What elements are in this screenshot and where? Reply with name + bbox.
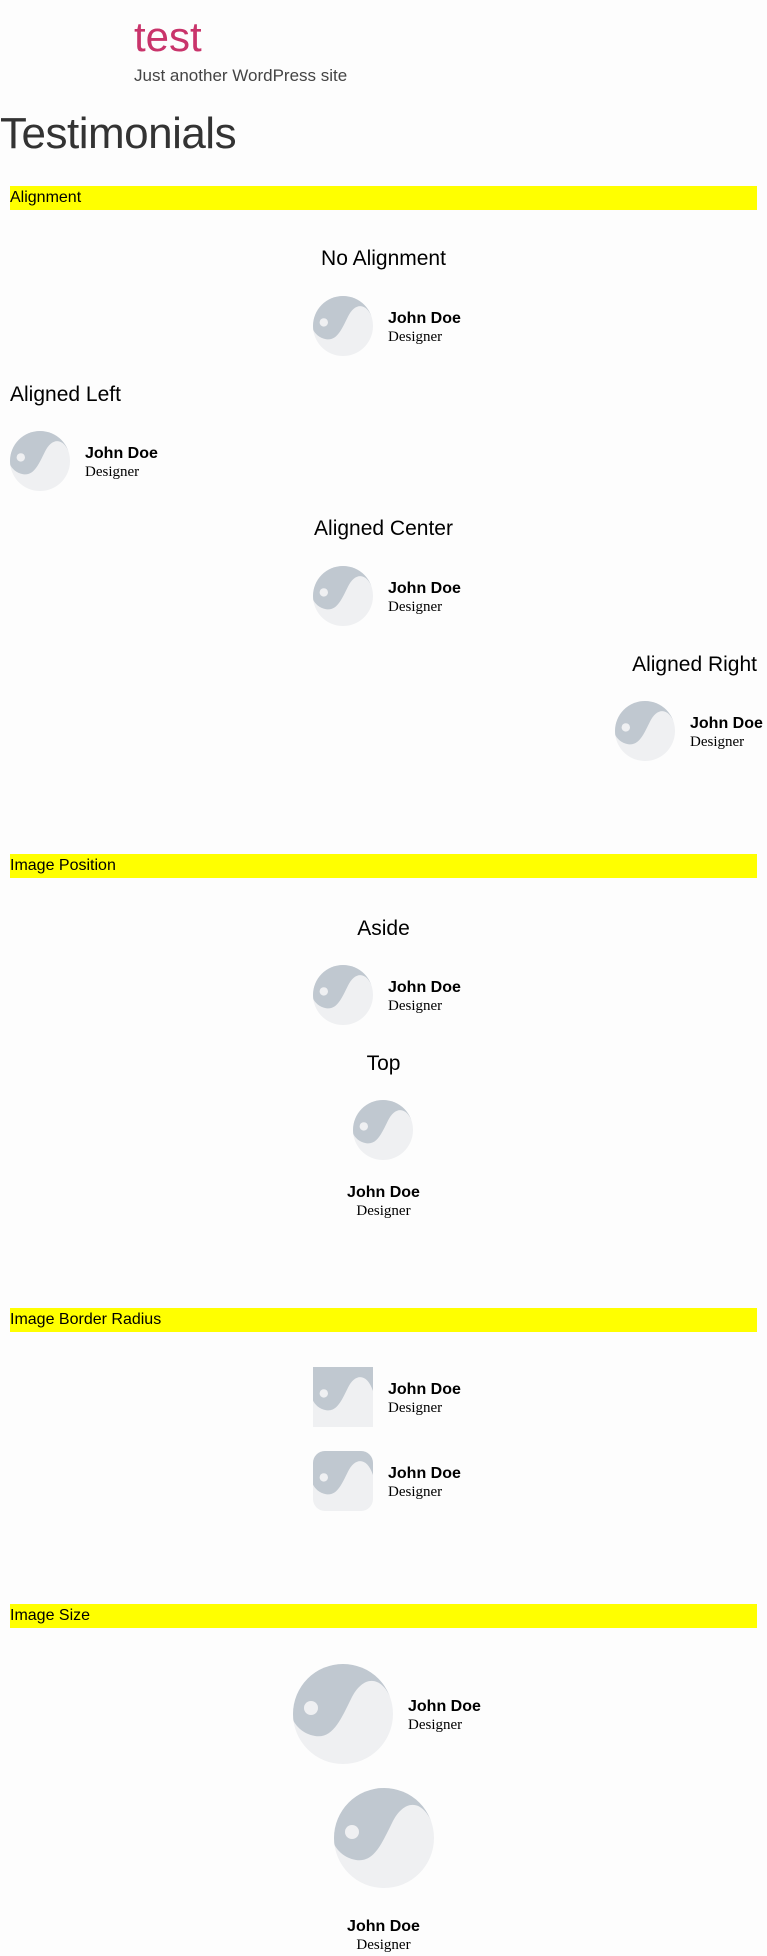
image-placeholder-icon <box>313 965 373 1025</box>
page-title: Testimonials <box>0 109 237 158</box>
site-title[interactable]: test <box>134 13 202 60</box>
testimonial-role: Designer <box>690 734 745 750</box>
testimonial-name: John Doe <box>388 979 461 996</box>
image-placeholder-icon <box>313 296 373 356</box>
testimonial-name: John Doe <box>388 1381 461 1398</box>
testimonial-role: Designer <box>388 998 443 1014</box>
heading-aligned-left: Aligned Left <box>10 383 121 406</box>
image-placeholder-icon <box>615 701 675 761</box>
testimonial-name: John Doe <box>347 1918 420 1935</box>
testimonial-role: Designer <box>356 1937 411 1953</box>
image-placeholder-icon <box>313 1451 373 1511</box>
image-placeholder-icon <box>313 566 373 626</box>
heading-aside: Aside <box>357 917 410 940</box>
testimonial-name: John Doe <box>388 580 461 597</box>
image-placeholder-icon <box>334 1788 434 1888</box>
heading-no-alignment: No Alignment <box>321 247 446 270</box>
testimonial-role: Designer <box>408 1717 463 1733</box>
image-placeholder-icon <box>293 1664 393 1764</box>
testimonial-role: Designer <box>388 599 443 615</box>
testimonial-role: Designer <box>356 1203 411 1219</box>
testimonial-name: John Doe <box>388 310 461 327</box>
testimonial-role: Designer <box>388 329 443 345</box>
testimonial-role: Designer <box>388 1400 443 1416</box>
section-heading-image-size: Image Size <box>10 1604 757 1628</box>
image-placeholder-icon <box>313 1367 373 1427</box>
image-placeholder-icon <box>353 1100 413 1160</box>
image-placeholder-icon <box>10 431 70 491</box>
heading-aligned-right: Aligned Right <box>632 653 757 676</box>
testimonial-name: John Doe <box>408 1698 481 1715</box>
site-tagline: Just another WordPress site <box>134 66 348 85</box>
testimonial-name: John Doe <box>388 1465 461 1482</box>
section-heading-image-position: Image Position <box>10 854 757 878</box>
heading-aligned-center: Aligned Center <box>314 517 453 540</box>
testimonial-role: Designer <box>85 464 140 480</box>
testimonial-name: John Doe <box>690 715 763 732</box>
testimonial-name: John Doe <box>347 1184 420 1201</box>
section-heading-image-border-radius: Image Border Radius <box>10 1308 757 1332</box>
section-heading-alignment: Alignment <box>10 186 757 210</box>
testimonial-role: Designer <box>388 1484 443 1500</box>
heading-top: Top <box>366 1052 401 1075</box>
testimonial-name: John Doe <box>85 445 158 462</box>
